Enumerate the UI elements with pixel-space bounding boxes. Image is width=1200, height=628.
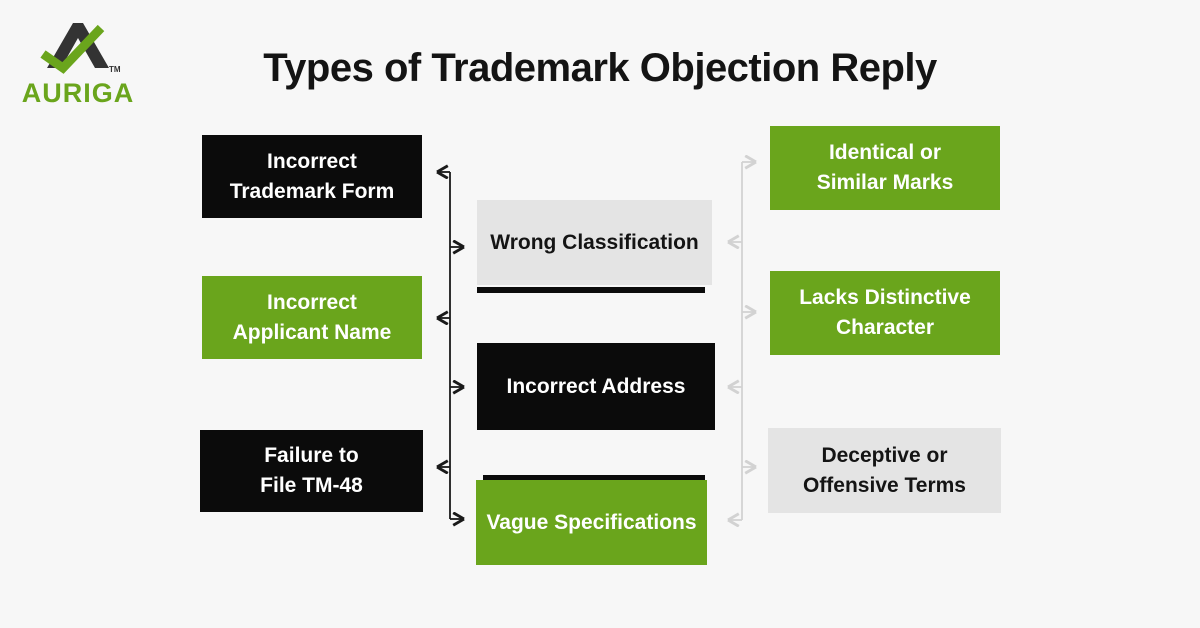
node-identical-or-similar-marks: Identical or Similar Marks [770,126,1000,210]
node-incorrect-trademark-form: Incorrect Trademark Form [202,135,422,218]
node-vague-specifications: Vague Specifications [476,480,707,565]
vague-specifications-topline-accent [483,475,705,480]
auriga-logo: TM AURIGA [16,22,140,109]
node-deceptive-or-offensive-terms: Deceptive or Offensive Terms [768,428,1001,513]
wrong-classification-underline-accent [477,287,705,293]
brand-name: AURIGA [21,78,135,108]
node-incorrect-address: Incorrect Address [477,343,715,430]
gray-connector-group [728,162,756,520]
tm-symbol: TM [109,65,121,74]
mountain-checkmark-icon: TM [40,23,121,74]
black-connector-group [437,172,464,519]
node-wrong-classification: Wrong Classification [477,200,712,285]
node-incorrect-applicant-name: Incorrect Applicant Name [202,276,422,359]
page-title: Types of Trademark Objection Reply [263,46,937,90]
node-failure-to-file-tm48: Failure to File TM-48 [200,430,423,512]
node-lacks-distinctive-character: Lacks Distinctive Character [770,271,1000,355]
